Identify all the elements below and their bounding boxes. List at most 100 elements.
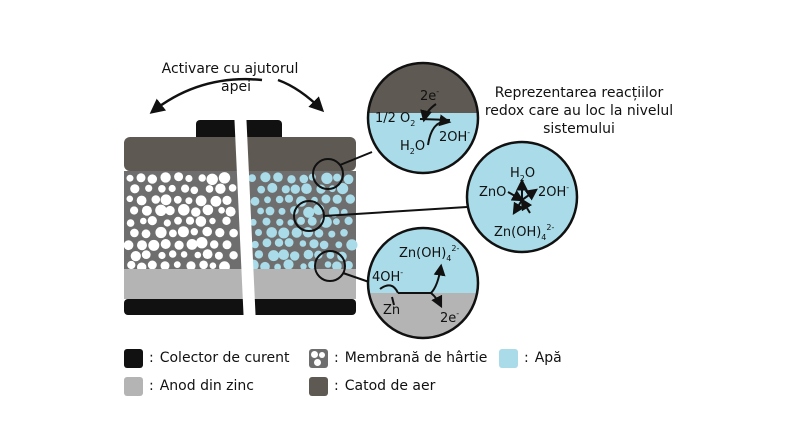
pore-bubble xyxy=(326,251,335,259)
pore-bubble xyxy=(278,207,286,215)
pore-bubble xyxy=(275,195,284,204)
pore-bubble xyxy=(314,250,323,259)
pore-bubble xyxy=(160,172,171,183)
electrolyte-zinc-oxide: ZnO xyxy=(479,185,506,200)
pore-bubble xyxy=(301,183,312,194)
pore-bubble xyxy=(265,206,275,216)
pore-bubble xyxy=(290,251,300,261)
battery-break xyxy=(234,110,256,325)
pore-bubble xyxy=(314,229,324,238)
pore-bubble xyxy=(284,194,294,203)
pore-bubble xyxy=(248,174,256,183)
pore-bubble xyxy=(222,240,232,250)
cathode-hydroxide: 2OH- xyxy=(439,128,470,145)
membrane-dry-pores xyxy=(123,172,238,273)
pore-bubble xyxy=(148,239,160,251)
pore-bubble xyxy=(126,219,135,227)
pore-bubble xyxy=(145,184,153,192)
zoom-line-top xyxy=(339,151,373,166)
legend-swatch-membrane xyxy=(309,348,328,368)
legend-label-zinc-anode: Anod din zinc xyxy=(159,378,254,394)
pore-bubble xyxy=(328,230,336,238)
pore-bubble xyxy=(147,174,157,184)
pore-bubble xyxy=(229,251,238,260)
zoom-marker-top xyxy=(312,158,344,190)
pore-bubble xyxy=(209,262,217,270)
pore-bubble xyxy=(186,239,198,250)
pore-bubble xyxy=(155,204,167,216)
pore-bubble xyxy=(130,206,139,215)
legend-label-paper-membrane: Membrană de hârtie xyxy=(344,350,488,366)
legend-separator: : xyxy=(149,378,154,394)
pore-bubble xyxy=(140,217,147,225)
pore-bubble xyxy=(165,205,175,216)
pore-bubble xyxy=(344,216,353,225)
pore-bubble xyxy=(319,240,329,250)
pore-bubble xyxy=(278,249,290,260)
pore-bubble xyxy=(174,240,184,250)
pore-bubble xyxy=(283,259,294,270)
legend-separator: : xyxy=(334,350,339,366)
pore-bubble xyxy=(196,237,208,249)
membrane-wet-pores xyxy=(247,172,358,272)
pore-bubble xyxy=(190,186,199,195)
pore-bubble xyxy=(297,216,305,225)
activation-label-line1: Activare cu ajutorul xyxy=(162,61,299,77)
pore-bubble xyxy=(202,226,212,237)
pore-bubble xyxy=(173,195,182,204)
pore-bubble xyxy=(302,227,314,238)
pore-bubble xyxy=(160,239,171,249)
pore-bubble xyxy=(335,241,343,249)
pore-bubble xyxy=(199,260,208,270)
pore-bubble xyxy=(126,174,134,182)
pore-bubble xyxy=(303,249,314,260)
activation-arrow-left xyxy=(149,78,263,114)
pore-bubble xyxy=(130,251,141,262)
pore-bubble xyxy=(163,219,171,227)
pore-bubble xyxy=(299,174,309,184)
pore-bubble xyxy=(332,261,342,272)
pore-bubble xyxy=(333,218,340,226)
pore-bubble xyxy=(262,217,271,226)
pore-bubble xyxy=(218,172,231,184)
pore-bubble xyxy=(321,194,331,204)
pore-bubble xyxy=(174,172,184,182)
legend-item-paper-membrane: : Membrană de hârtie xyxy=(309,347,487,369)
pore-bubble xyxy=(225,206,236,217)
electrolyte-reaction-circle: H2O ZnO 2OH- Zn(OH)42- xyxy=(465,140,579,254)
pore-bubble xyxy=(136,195,147,206)
pore-bubble xyxy=(181,184,190,193)
pore-bubble xyxy=(206,173,218,185)
pore-bubble xyxy=(274,263,281,271)
legend-swatch-cathode xyxy=(309,376,328,396)
pore-bubble xyxy=(309,239,319,249)
pore-bubble xyxy=(262,238,272,248)
cathode-water: H2O xyxy=(400,139,425,156)
pore-bubble xyxy=(255,229,262,236)
legend-separator: : xyxy=(334,378,339,394)
pore-bubble xyxy=(141,205,152,216)
pore-bubble xyxy=(186,261,196,271)
electrolyte-zincate: Zn(OH)42- xyxy=(494,223,554,242)
pore-bubble xyxy=(160,194,172,206)
pore-bubble xyxy=(251,240,259,249)
pore-bubble xyxy=(267,182,278,193)
legend-label-water: Apă xyxy=(534,350,562,366)
pore-bubble xyxy=(202,249,213,259)
pore-bubble xyxy=(332,194,342,204)
pore-bubble xyxy=(177,226,189,238)
current-collector-layer xyxy=(124,299,356,315)
pore-bubble xyxy=(284,238,294,247)
legend-item-zinc-anode: : Anod din zinc xyxy=(124,375,254,397)
pore-bubble xyxy=(174,216,182,225)
pore-bubble xyxy=(249,218,257,226)
pore-bubble xyxy=(303,206,315,218)
pore-bubble xyxy=(194,251,202,259)
legend-swatch-anode xyxy=(124,376,143,396)
pore-bubble xyxy=(141,250,151,259)
pore-bubble xyxy=(228,184,237,192)
pore-bubble xyxy=(198,174,206,182)
pore-bubble xyxy=(281,185,290,194)
pore-bubble xyxy=(195,216,207,227)
pore-bubble xyxy=(141,229,151,239)
